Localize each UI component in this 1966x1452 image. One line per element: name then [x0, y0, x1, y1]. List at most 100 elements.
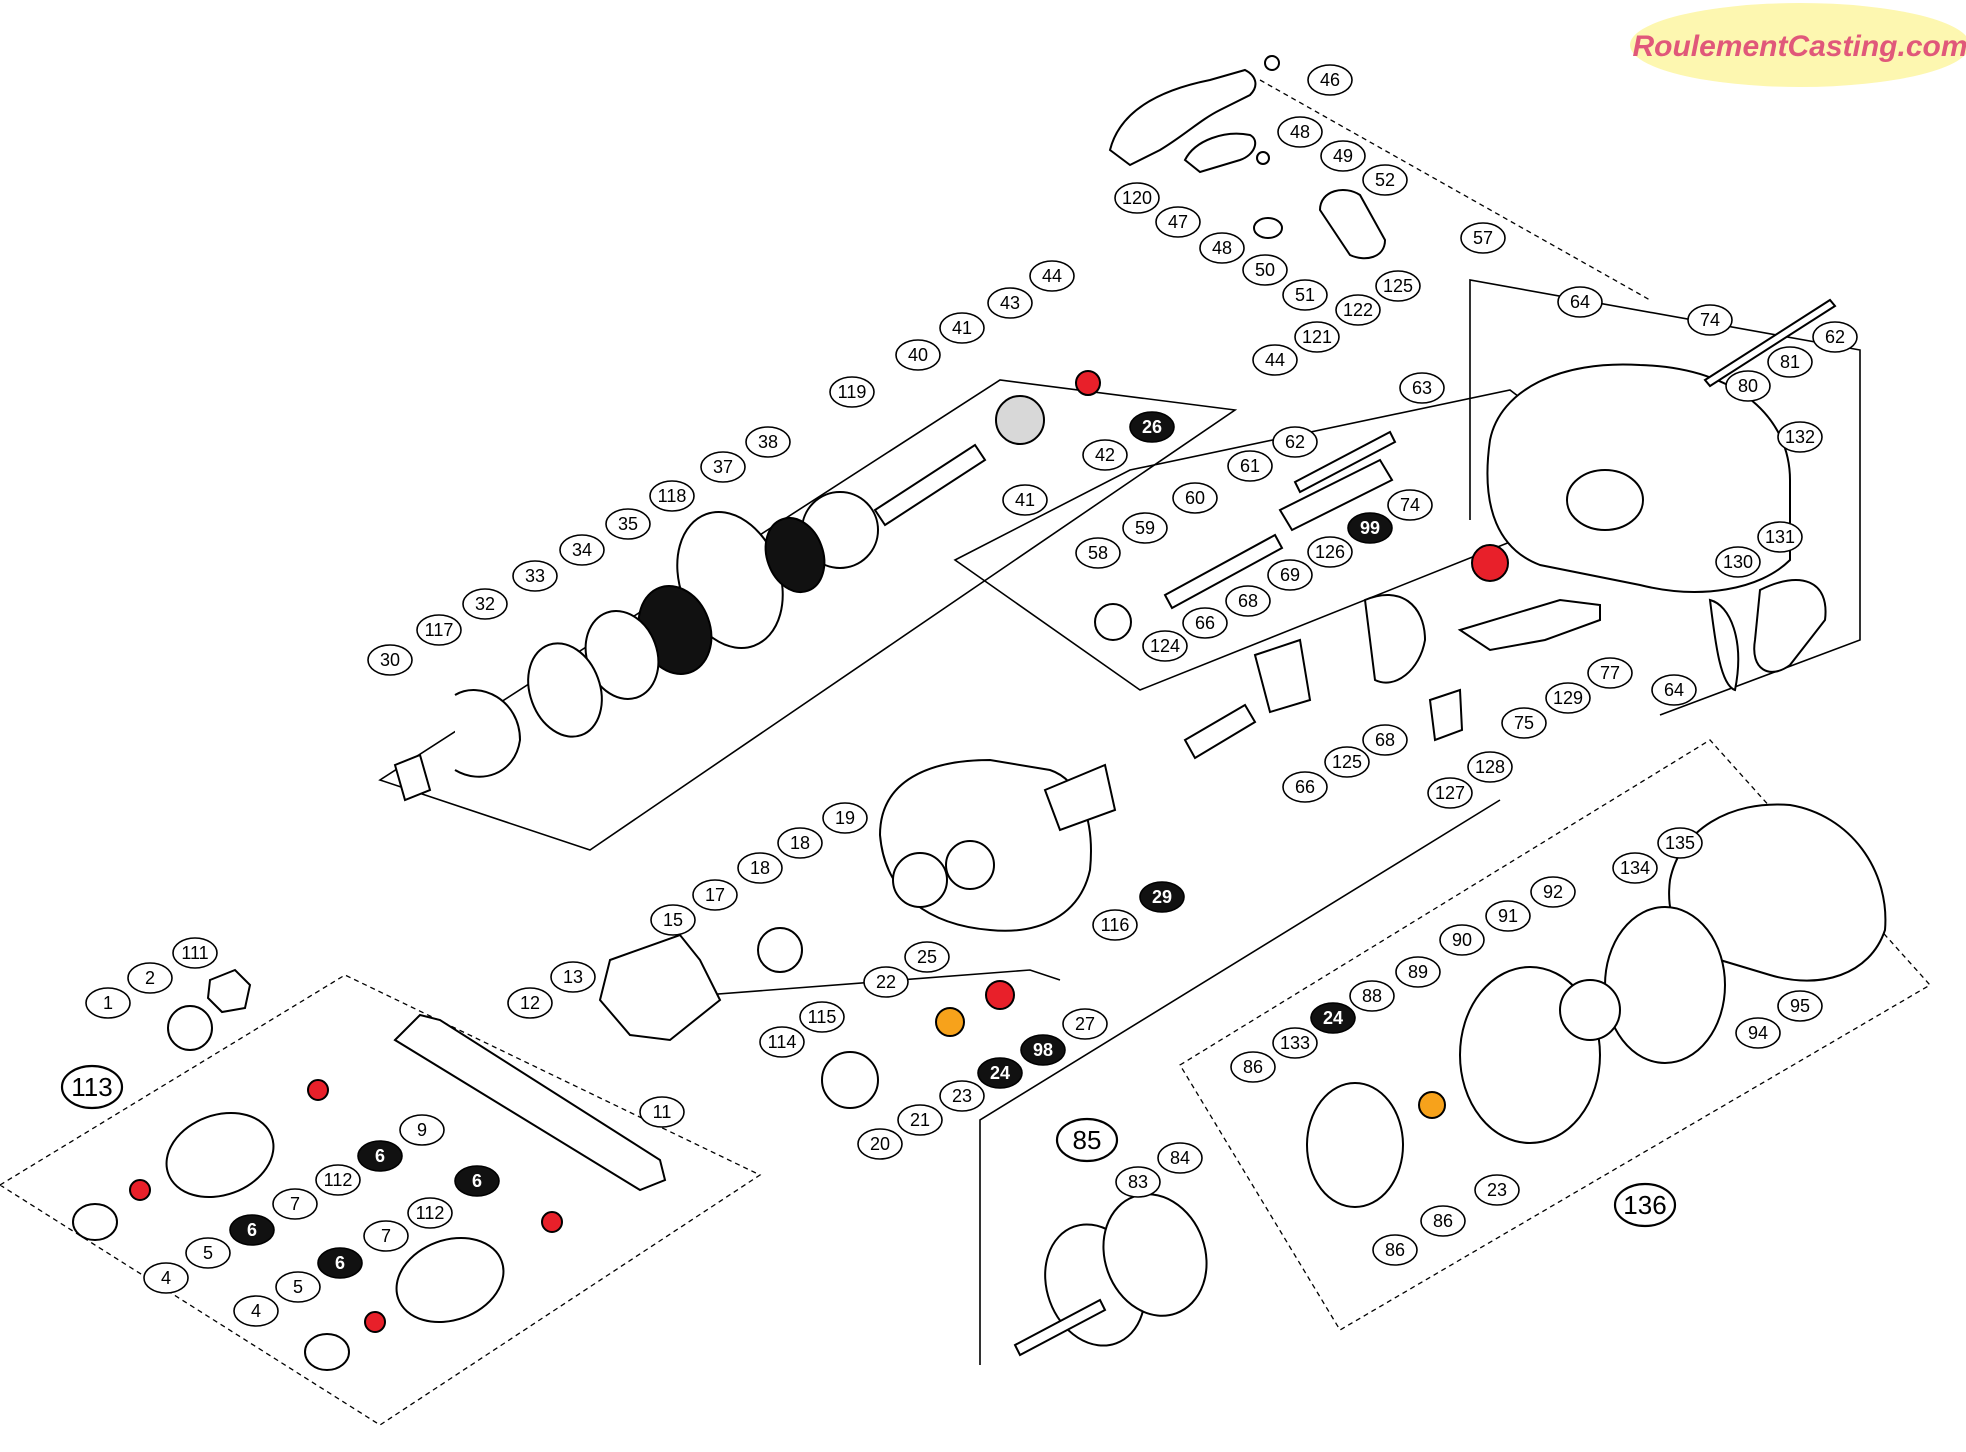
callout-128: 128: [1467, 751, 1513, 783]
callout-number: 2: [145, 968, 155, 988]
callout-bubble: [317, 1247, 363, 1279]
callout-81: 81: [1767, 346, 1813, 378]
callout-68: 68: [1225, 585, 1271, 617]
part-drive-gear-40: [995, 395, 1045, 445]
callout-number: 69: [1280, 565, 1300, 585]
callout-bubble: [1075, 537, 1121, 569]
callout-number: 81: [1780, 352, 1800, 372]
callout-43: 43: [987, 287, 1033, 319]
callout-18: 18: [777, 827, 823, 859]
callout-number: 92: [1543, 882, 1563, 902]
callout-bubble: [185, 1237, 231, 1269]
part-cap-4a: [72, 1203, 118, 1241]
part-thumb-bar-131: [1753, 579, 1827, 673]
callout-bubble: [897, 1104, 943, 1136]
part-shaft-62: [1293, 430, 1397, 494]
assembly-callout-85: 85: [1055, 1117, 1119, 1163]
callout-bubble: [1612, 852, 1658, 884]
callout-64: 64: [1651, 674, 1697, 706]
callout-number: 4: [161, 1268, 171, 1288]
callout-127: 127: [1427, 777, 1473, 809]
callout-129: 129: [1545, 682, 1591, 714]
callout-bubble: [857, 1128, 903, 1160]
callout-number: 23: [952, 1086, 972, 1106]
part-pawl-lever: [1318, 189, 1387, 260]
part-click-gear-33: [527, 642, 603, 738]
callout-number: 64: [1570, 292, 1590, 312]
callout-number: 19: [835, 808, 855, 828]
callout-number: 9: [417, 1120, 427, 1140]
part-boss-116a: [892, 852, 948, 908]
callout-bubble: [1362, 164, 1408, 196]
callout-number: 124: [1150, 636, 1180, 656]
callout-number: 44: [1042, 266, 1062, 286]
callout-48: 48: [1277, 116, 1323, 148]
callout-bubble: [1230, 1051, 1276, 1083]
callout-bubble: [895, 339, 941, 371]
callout-bubble: [1115, 1166, 1161, 1198]
callout-24: 24: [977, 1057, 1023, 1089]
callout-bubble: [1557, 286, 1603, 318]
frame-body-right: [1469, 279, 1861, 716]
callout-number: 27: [1075, 1014, 1095, 1034]
callout-bubble: [233, 1295, 279, 1327]
callout-number: 7: [290, 1194, 300, 1214]
callout-bubble: [85, 987, 131, 1019]
callout-bubble: [863, 966, 909, 998]
callout-17: 17: [692, 879, 738, 911]
callout-114: 114: [759, 1026, 805, 1058]
callout-number: 50: [1255, 260, 1275, 280]
callout-number: 38: [758, 432, 778, 452]
callout-number: 83: [1128, 1172, 1148, 1192]
callout-124: 124: [1142, 630, 1188, 662]
part-handle-knob-112a: [165, 1111, 275, 1199]
frame-body-parts: [1428, 298, 1837, 742]
callout-number: 51: [1295, 285, 1315, 305]
spool-parts: [1013, 1193, 1208, 1357]
callout-bubble: [1347, 512, 1393, 544]
part-handle-knob-112b: [395, 1236, 505, 1324]
callout-38: 38: [745, 426, 791, 458]
callout-51: 51: [1282, 279, 1328, 311]
callout-number: 49: [1333, 146, 1353, 166]
callout-88: 88: [1349, 980, 1395, 1012]
callout-bubble: [1129, 411, 1175, 443]
callout-number: 24: [1323, 1008, 1343, 1028]
callout-bubble: [1715, 546, 1761, 578]
part-spring-32: [454, 689, 522, 778]
callout-68: 68: [1362, 724, 1408, 756]
callout-bubble: [1777, 421, 1823, 453]
callout-bubble: [777, 827, 823, 859]
callout-15: 15: [650, 904, 696, 936]
bearing-24-side: [1418, 1091, 1446, 1119]
sideplate-parts: [598, 758, 1117, 1109]
callout-bubble: [977, 1057, 1023, 1089]
callout-112: 112: [407, 1197, 453, 1229]
callout-125: 125: [1375, 270, 1421, 302]
callout-32: 32: [462, 588, 508, 620]
callout-bubble: [1122, 512, 1168, 544]
callout-number: 37: [713, 457, 733, 477]
callout-number: 62: [1285, 432, 1305, 452]
callout-bubble: [1725, 370, 1771, 402]
callout-bubble: [272, 1188, 318, 1220]
callout-122: 122: [1335, 294, 1381, 326]
callout-26: 26: [1129, 411, 1175, 443]
callout-number: 118: [658, 486, 687, 506]
callout-bubble: [1082, 439, 1128, 471]
callout-number: 117: [425, 620, 454, 640]
callout-number: 22: [876, 972, 896, 992]
callout-41: 41: [939, 312, 985, 344]
callout-86: 86: [1230, 1051, 1276, 1083]
bearing-43: [1075, 370, 1101, 396]
callout-48: 48: [1199, 232, 1245, 264]
callout-bubble: [650, 904, 696, 936]
callout-35: 35: [605, 508, 651, 540]
callout-bubble: [1439, 924, 1485, 956]
callout-number: 23: [1487, 1180, 1507, 1200]
callout-number: 130: [1723, 552, 1753, 572]
callout-bubble: [1427, 777, 1473, 809]
part-collar-30: [393, 753, 432, 802]
callout-number: 62: [1825, 327, 1845, 347]
